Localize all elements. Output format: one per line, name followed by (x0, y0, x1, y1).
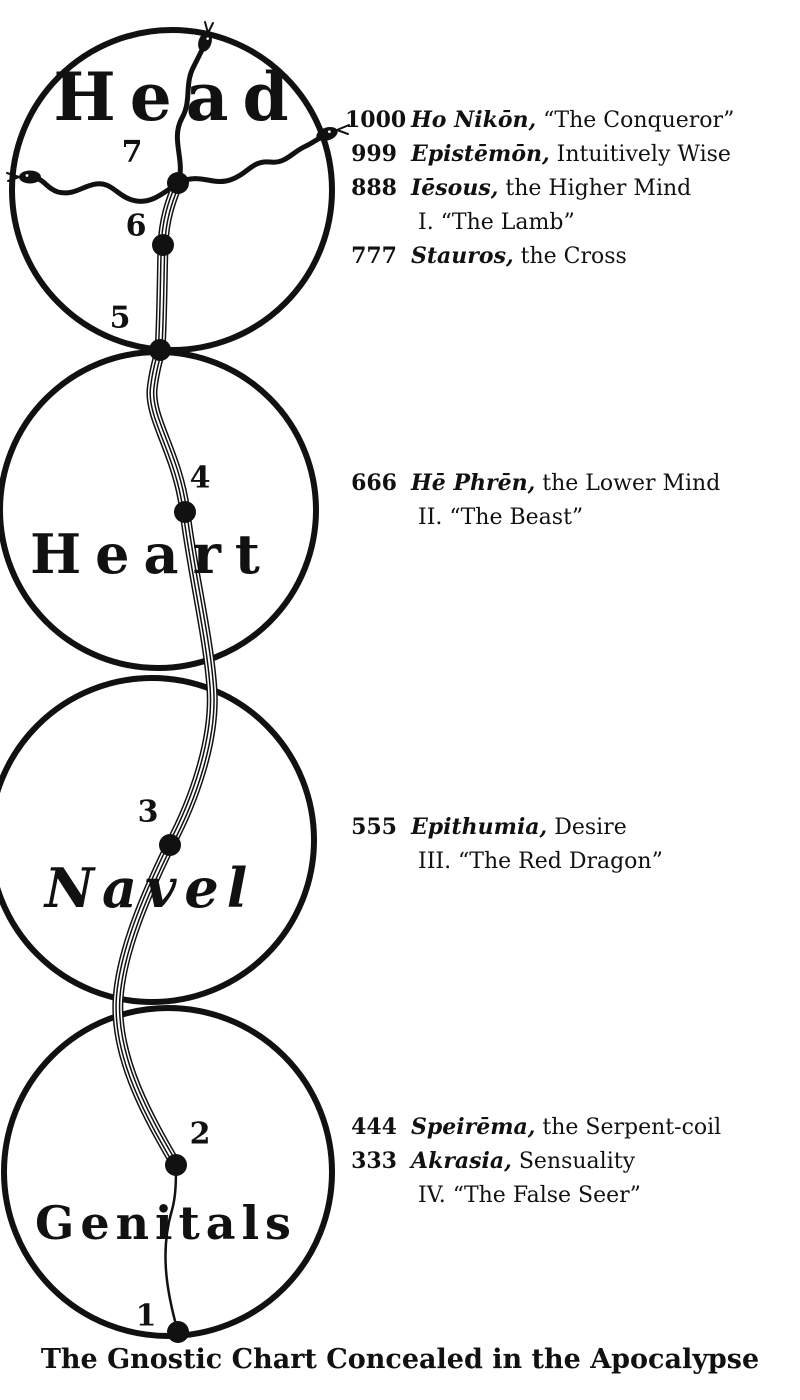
dot-1 (167, 1321, 189, 1343)
serpent-coil (112, 180, 218, 1168)
greek-term: Ho Nikōn, (411, 107, 537, 133)
term-meaning: II. “The Beast” (418, 505, 584, 530)
term-meaning: “The Conqueror” (543, 108, 735, 133)
point-number-4: 4 (189, 460, 211, 496)
gematria-number: 888 (351, 175, 397, 201)
serpent-tongue-right (336, 124, 350, 135)
annotation-line: 777 Stauros,the Cross (345, 239, 795, 273)
heart-circle (0, 349, 319, 671)
annotation-line: IV. “The False Seer” (345, 1178, 795, 1212)
dot-4 (174, 501, 196, 523)
genitals-label: Genitals (35, 1196, 297, 1250)
term-meaning: I. “The Lamb” (418, 210, 575, 235)
annotation-line: II. “The Beast” (345, 500, 795, 534)
annotation-line: I. “The Lamb” (345, 205, 795, 239)
greek-term: Iēsous, (411, 175, 499, 201)
term-meaning: the Serpent-coil (542, 1115, 722, 1140)
greek-term: Akrasia, (411, 1148, 512, 1174)
lower-serpent-line (164, 1164, 180, 1333)
term-meaning: Sensuality (518, 1149, 636, 1174)
point-number-2: 2 (189, 1116, 211, 1152)
serpent-neck-up (174, 45, 206, 186)
gematria-number: 777 (351, 243, 397, 269)
term-meaning: the Cross (520, 244, 627, 269)
annotation-line: 333 Akrasia,Sensuality (345, 1144, 795, 1178)
annotation-group-heart: 666 Hē Phrēn,the Lower Mind II. “The Beas… (345, 466, 795, 534)
greek-term: Speirēma, (411, 1114, 536, 1140)
serpent-head-up-icon (198, 32, 212, 52)
gematria-number: 555 (351, 814, 397, 840)
head-label: Head (53, 58, 303, 136)
point-number-3: 3 (137, 794, 159, 830)
annotation-line: 888 Iēsous,the Higher Mind (345, 171, 795, 205)
serpent-tongue-up (204, 21, 214, 34)
point-number-6: 6 (125, 208, 147, 244)
annotation-group-navel: 555 Epithumia,Desire III. “The Red Dragon… (345, 810, 795, 878)
serpent-head-left-icon (19, 170, 41, 184)
gematria-number: 666 (351, 470, 397, 496)
point-number-7: 7 (121, 134, 143, 170)
gematria-number: 444 (351, 1114, 397, 1140)
greek-term: Hē Phrēn, (411, 470, 536, 496)
dot-2 (165, 1154, 187, 1176)
term-meaning: Desire (554, 815, 627, 840)
point-number-1: 1 (135, 1298, 157, 1334)
greek-term: Stauros, (411, 243, 514, 269)
dot-5 (149, 339, 171, 361)
term-meaning: Intuitively Wise (556, 142, 731, 167)
gematria-number: 1000 (345, 107, 407, 133)
heart-label: Heart (30, 522, 274, 586)
annotation-line: 555 Epithumia,Desire (345, 810, 795, 844)
annotation-line: 444 Speirēma,the Serpent-coil (345, 1110, 795, 1144)
serpent-neck-left (33, 175, 181, 204)
term-meaning: the Higher Mind (505, 176, 692, 201)
navel-label: Navel (44, 856, 256, 920)
annotation-line: 999 Epistēmōn,Intuitively Wise (345, 137, 795, 171)
chart-caption: The Gnostic Chart Concealed in the Apoca… (40, 1344, 760, 1375)
annotation-line: III. “The Red Dragon” (345, 844, 795, 878)
serpent-neck-right (175, 135, 323, 186)
serpent-tongue-left (6, 172, 20, 182)
serpent-heads (6, 21, 350, 204)
point-number-5: 5 (109, 300, 131, 336)
term-meaning: the Lower Mind (542, 471, 721, 496)
greek-term: Epithumia, (411, 814, 548, 840)
navel-circle (0, 675, 317, 1005)
annotation-line: 666 Hē Phrēn,the Lower Mind (345, 466, 795, 500)
term-meaning: III. “The Red Dragon” (418, 849, 663, 874)
dot-7 (167, 172, 189, 194)
serpent-head-right-icon (316, 126, 338, 142)
annotation-group-genitals: 444 Speirēma,the Serpent-coil 333 Akrasia,… (345, 1110, 795, 1212)
dot-6 (152, 234, 174, 256)
gematria-number: 333 (351, 1148, 397, 1174)
dot-3 (159, 834, 181, 856)
greek-term: Epistēmōn, (411, 141, 550, 167)
gematria-number: 999 (351, 141, 397, 167)
term-meaning: IV. “The False Seer” (418, 1183, 641, 1208)
chakra-dots (149, 172, 196, 1343)
